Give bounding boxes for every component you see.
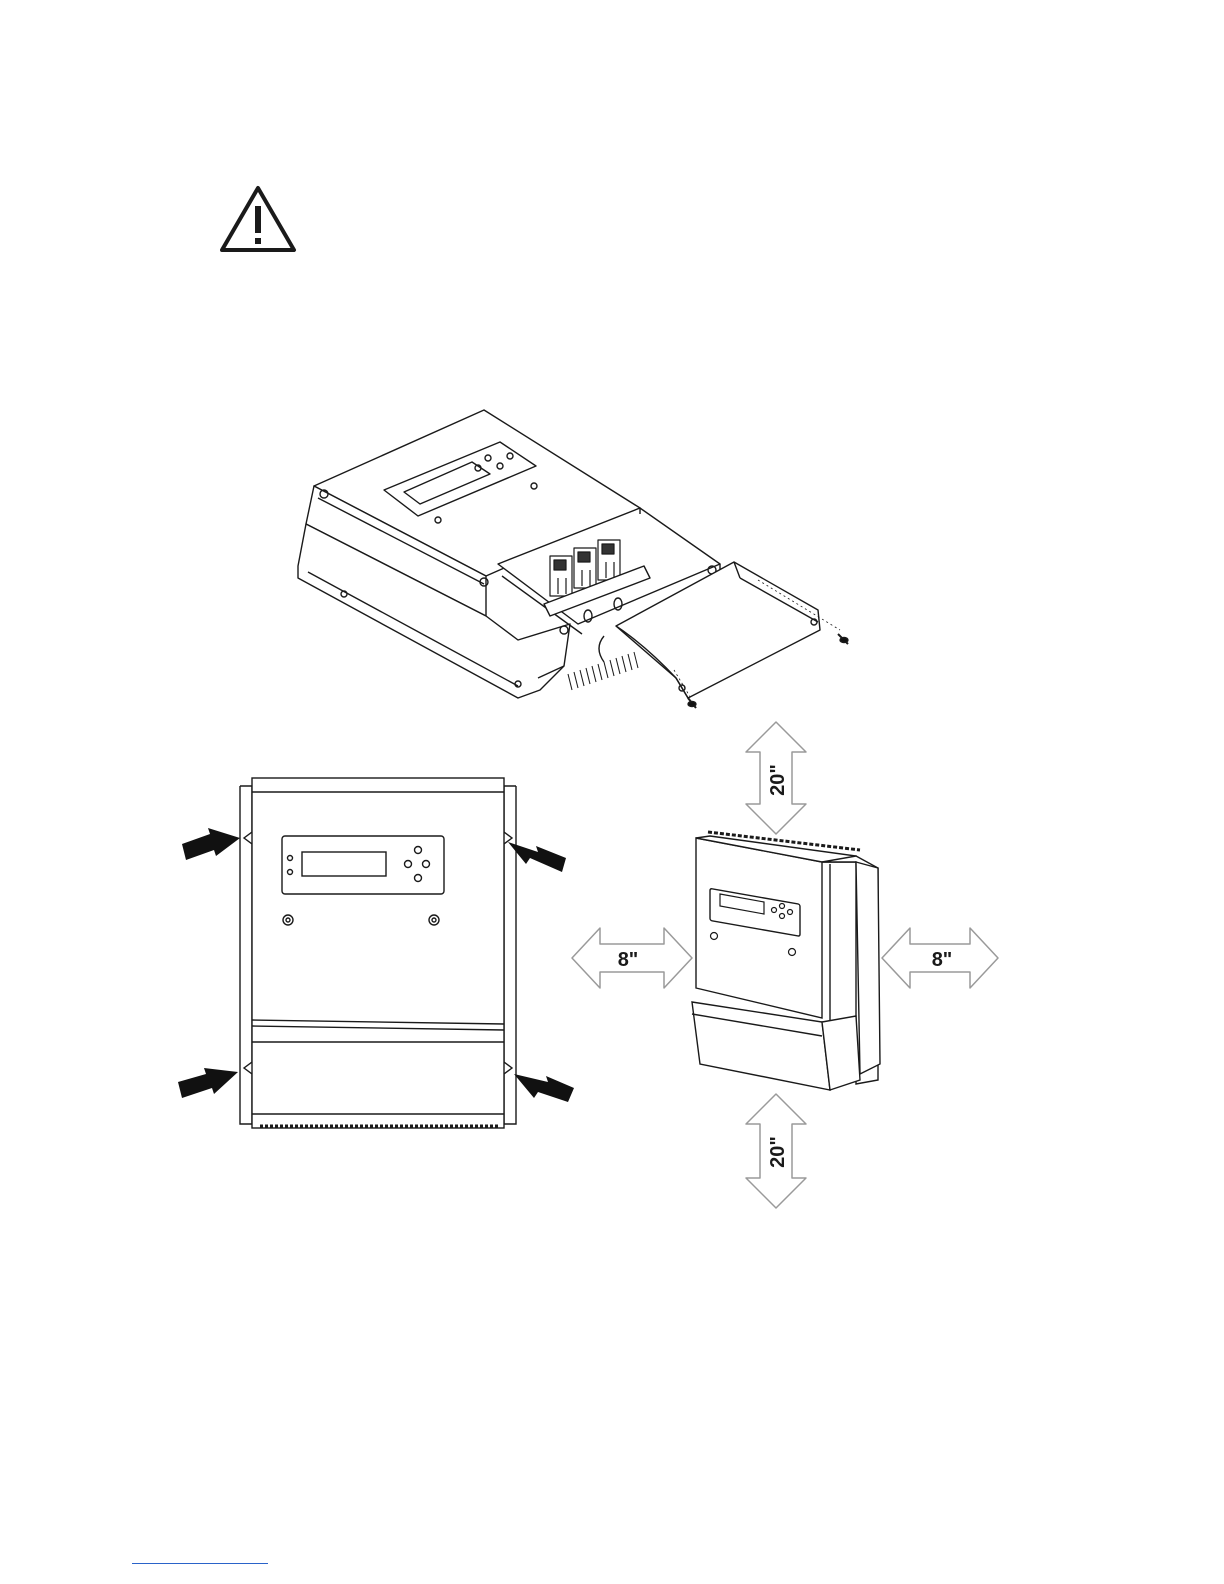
pointer-arrow-icon — [178, 1068, 238, 1098]
cover-removal-figure — [288, 408, 868, 726]
clearance-top-label: 20" — [767, 764, 789, 796]
clearance-right-label: 8" — [932, 949, 953, 971]
clearance-bottom-label: 20" — [767, 1136, 789, 1168]
warning-triangle-icon — [218, 184, 298, 254]
footer-rule — [132, 1563, 268, 1564]
screw-icon — [838, 634, 848, 644]
clearance-figure: 20" 20" 8" 8" — [560, 718, 1020, 1218]
screw-icon — [688, 698, 696, 708]
mounting-points-figure — [168, 772, 588, 1140]
pointer-arrow-icon — [182, 828, 240, 860]
clearance-left-label: 8" — [618, 949, 639, 971]
